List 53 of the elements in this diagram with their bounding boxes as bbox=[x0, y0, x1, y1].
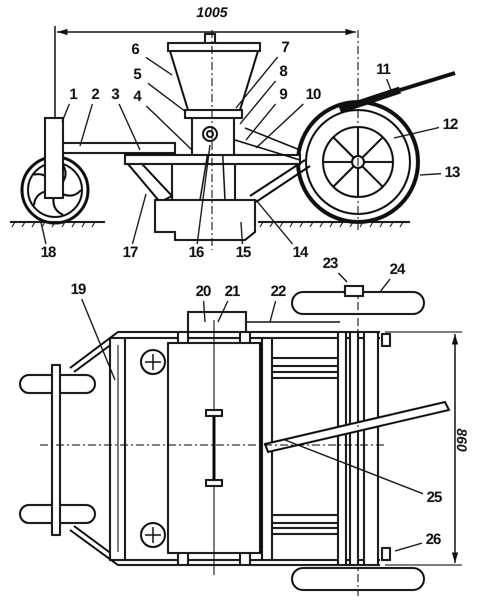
callout-number: 12 bbox=[439, 116, 461, 134]
callout-number: 24 bbox=[386, 261, 408, 279]
leader-line bbox=[196, 144, 211, 244]
leader-line bbox=[148, 82, 186, 113]
callout-number: 25 bbox=[423, 489, 445, 507]
callout-number: 26 bbox=[422, 531, 444, 549]
leader-line bbox=[256, 104, 304, 148]
leader-line bbox=[246, 104, 276, 140]
callout-number: 19 bbox=[67, 281, 89, 299]
callout-number: 13 bbox=[441, 164, 463, 182]
callout-number: 22 bbox=[267, 283, 289, 301]
callout-number: 18 bbox=[37, 244, 59, 262]
callout-number: 20 bbox=[192, 283, 214, 301]
callout-number: 5 bbox=[126, 66, 148, 84]
leader-line bbox=[61, 104, 70, 122]
callout-number: 10 bbox=[302, 86, 324, 104]
callout-number: 14 bbox=[289, 244, 311, 262]
leader-line bbox=[338, 272, 348, 282]
leader-line bbox=[217, 300, 228, 322]
callout-number: 6 bbox=[124, 41, 146, 59]
leader-line bbox=[240, 80, 276, 124]
leader-line bbox=[236, 56, 278, 108]
leader-line bbox=[81, 298, 116, 380]
leader-line bbox=[79, 104, 93, 146]
leader-line bbox=[118, 104, 141, 150]
callout-number: 4 bbox=[126, 88, 148, 106]
leader-line bbox=[39, 218, 47, 244]
callout-number: 9 bbox=[272, 86, 294, 104]
leader-line bbox=[394, 542, 422, 552]
callout-number: 2 bbox=[84, 86, 106, 104]
leader-line bbox=[379, 278, 391, 292]
leader-line bbox=[146, 56, 172, 76]
dimension-label: 860 bbox=[454, 428, 470, 452]
callout-number: 8 bbox=[272, 63, 294, 81]
callout-number: 7 bbox=[274, 39, 296, 57]
callout-number: 15 bbox=[232, 244, 254, 262]
leader-line bbox=[146, 106, 192, 150]
callout-number: 16 bbox=[185, 244, 207, 262]
leader-line bbox=[420, 173, 442, 176]
callout-number: 17 bbox=[119, 244, 141, 262]
callout-number: 1 bbox=[62, 86, 84, 104]
leader-line bbox=[202, 300, 206, 322]
dimension-label: 1005 bbox=[196, 4, 228, 20]
callout-number: 3 bbox=[104, 86, 126, 104]
callout-number: 11 bbox=[372, 61, 394, 79]
leader-line bbox=[394, 126, 440, 139]
callout-number: 23 bbox=[319, 255, 341, 273]
callout-number: 21 bbox=[221, 283, 243, 301]
leader-line bbox=[269, 300, 276, 322]
leader-line bbox=[240, 222, 244, 244]
leader-line bbox=[256, 200, 294, 244]
leader-line bbox=[132, 194, 147, 244]
leader-line bbox=[284, 439, 424, 494]
